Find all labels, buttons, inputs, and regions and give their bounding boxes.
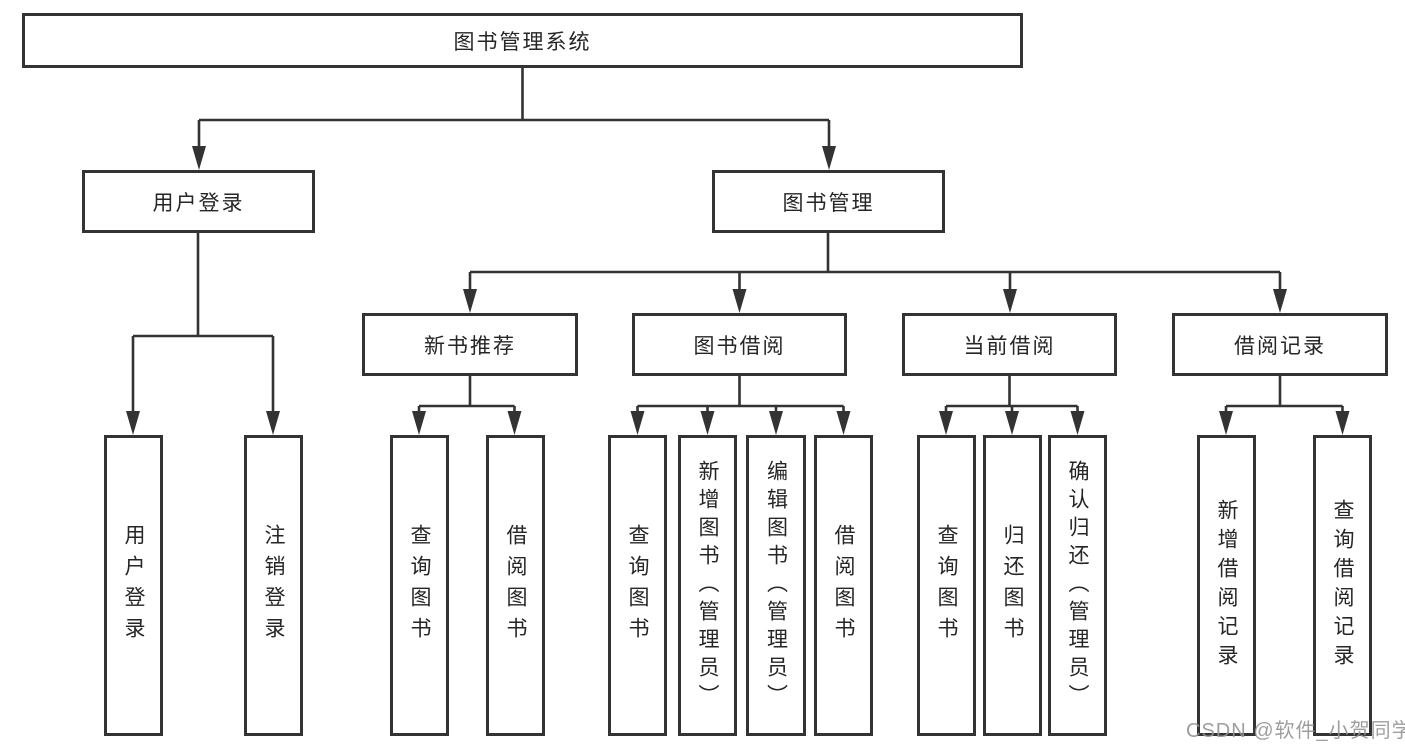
node-library-management-system: 图书管理系统: [22, 13, 1023, 68]
node-label: 查询图书: [408, 523, 431, 648]
leaf-user-login: 用户登录: [104, 435, 163, 736]
node-label: 查询借阅记录: [1331, 498, 1354, 673]
leaf-cb-confirm-return-admin: 确认归还（管理员）: [1048, 435, 1107, 736]
node-new-book-recommend: 新书推荐: [362, 313, 578, 376]
node-label: 查询图书: [626, 523, 649, 648]
node-label: 归还图书: [1001, 523, 1024, 648]
node-label: 编辑图书（管理员）: [764, 459, 788, 712]
node-label: 注销登录: [262, 523, 285, 648]
node-label: 新书推荐: [424, 334, 516, 358]
node-book-borrowing: 图书借阅: [632, 313, 847, 376]
leaf-bb-edit-books-admin: 编辑图书（管理员）: [746, 435, 806, 736]
node-label: 借阅图书: [832, 523, 855, 648]
node-label: 图书管理系统: [453, 30, 592, 54]
node-borrowing-records: 借阅记录: [1172, 313, 1388, 376]
leaf-cb-query-books: 查询图书: [917, 435, 976, 736]
node-user-login: 用户登录: [82, 170, 315, 233]
node-label: 新增借阅记录: [1215, 498, 1238, 673]
node-current-borrowing: 当前借阅: [902, 313, 1117, 376]
node-label: 用户登录: [122, 523, 145, 648]
node-label: 借阅记录: [1234, 334, 1326, 358]
node-label: 确认归还（管理员）: [1066, 459, 1089, 712]
node-label: 新增图书（管理员）: [696, 459, 719, 712]
node-label: 用户登录: [152, 191, 245, 215]
leaf-nb-query-books: 查询图书: [390, 435, 449, 736]
node-label: 图书借阅: [693, 334, 786, 358]
node-label: 借阅图书: [504, 523, 527, 648]
leaf-nb-borrow-books: 借阅图书: [486, 435, 545, 736]
leaf-bb-borrow-books: 借阅图书: [814, 435, 873, 736]
node-label: 查询图书: [935, 523, 958, 648]
node-book-management: 图书管理: [712, 170, 945, 233]
leaf-bb-query-books: 查询图书: [608, 435, 667, 736]
leaf-bb-add-books-admin: 新增图书（管理员）: [678, 435, 737, 736]
csdn-watermark: CSDN @软件_小贺同学: [1186, 720, 1405, 742]
node-label: 图书管理: [782, 191, 875, 215]
leaf-logout: 注销登录: [244, 435, 303, 736]
node-label: 当前借阅: [963, 334, 1056, 358]
leaf-br-query-record: 查询借阅记录: [1313, 435, 1372, 736]
leaf-br-add-record: 新增借阅记录: [1197, 435, 1256, 736]
leaf-cb-return-books: 归还图书: [983, 435, 1042, 736]
